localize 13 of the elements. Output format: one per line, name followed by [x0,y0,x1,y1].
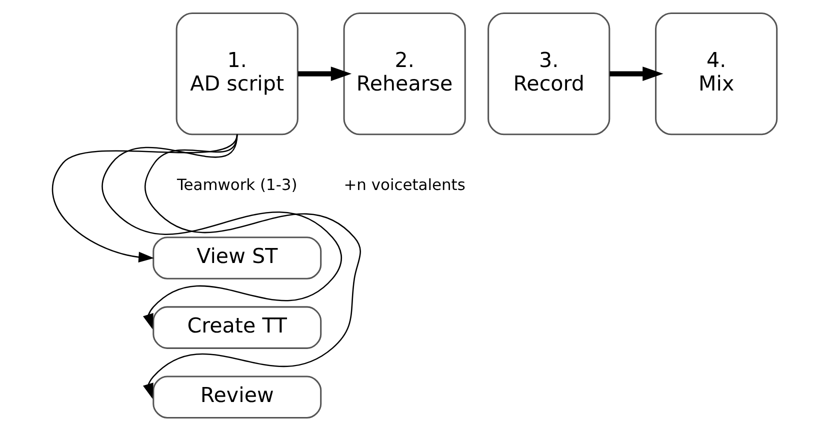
node-box: 1. AD script [176,12,298,136]
node-box: Review [152,376,322,418]
label: +n voicetalents [344,176,466,194]
label: Teamwork (1-3) [176,176,298,194]
node-box: Create TT [152,306,322,349]
node-box: View ST [152,236,322,280]
arrow [142,134,361,399]
node-box: 4. Mix [655,12,778,136]
arrow [298,66,352,82]
node-box: 3. Record [488,12,610,136]
arrow [52,134,238,263]
arrow [610,66,664,82]
node-box: 2. Rehearse [343,12,466,136]
